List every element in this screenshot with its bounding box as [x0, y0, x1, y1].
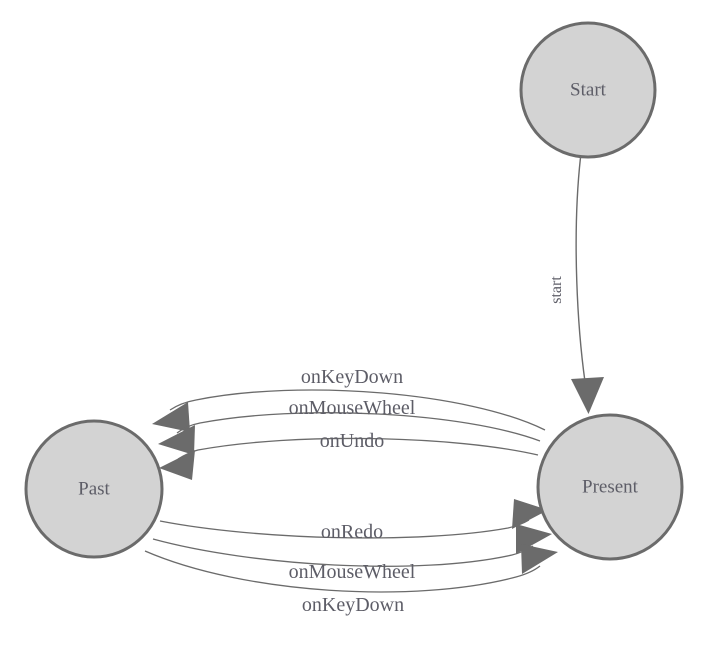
edge-past-to-present-keydown-line: [144, 550, 541, 593]
edge-label-past-present-keydown: onKeyDown: [302, 594, 404, 616]
edge-label-present-past-keydown: onKeyDown: [301, 366, 403, 388]
arrowhead-into-present-top: [571, 377, 604, 414]
node-present[interactable]: Present: [536, 413, 684, 561]
edge-present-to-past-mousewheel[interactable]: onMouseWheel: [158, 397, 541, 455]
arrowhead-into-present-1: [512, 499, 548, 529]
edge-start-to-present[interactable]: start: [548, 157, 604, 415]
arrowhead-into-past-3: [159, 450, 195, 480]
edge-label-present-past-undo: onUndo: [320, 430, 384, 452]
node-present-circle: [536, 413, 684, 561]
node-past[interactable]: Past: [24, 419, 164, 559]
node-past-label: Past: [78, 479, 110, 500]
edge-label-past-present-mousewheel: onMouseWheel: [289, 561, 416, 583]
node-start-circle: [519, 21, 657, 159]
node-start-label: Start: [570, 80, 607, 101]
edge-present-to-past-undo[interactable]: onUndo: [159, 430, 539, 480]
edge-present-to-past-keydown[interactable]: onKeyDown: [152, 366, 546, 432]
edge-past-to-present-redo[interactable]: onRedo: [159, 499, 548, 543]
node-start[interactable]: Start: [519, 21, 657, 159]
node-present-label: Present: [582, 477, 639, 498]
edge-label-past-present-redo: onRedo: [321, 521, 383, 543]
edge-past-to-present-keydown[interactable]: onKeyDown: [144, 544, 558, 616]
edge-present-to-past-mousewheel-line: [176, 412, 541, 442]
arrowhead-into-present-3: [521, 544, 558, 574]
arrowhead-into-past-2: [158, 425, 195, 455]
edge-label-start: start: [548, 276, 565, 304]
arrowhead-into-past-1: [152, 402, 190, 432]
edge-label-present-past-mousewheel: onMouseWheel: [289, 397, 416, 419]
edge-present-to-past-keydown-line: [169, 389, 546, 431]
edge-start-to-present-line: [575, 157, 588, 393]
node-past-circle: [24, 419, 164, 559]
